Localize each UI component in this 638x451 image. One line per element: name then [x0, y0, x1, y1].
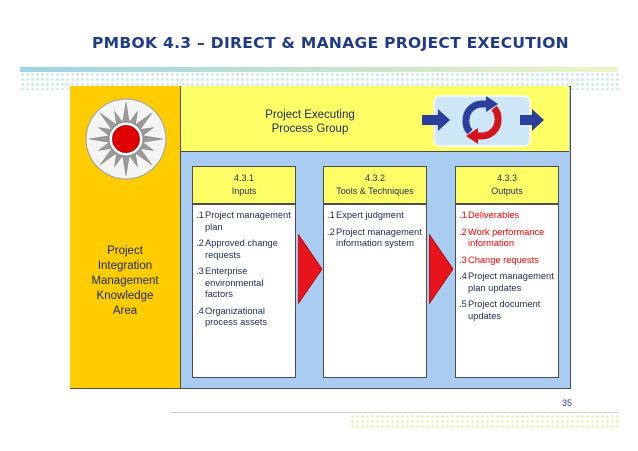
- item-number: .1: [327, 210, 335, 220]
- process-cycle-icon: [422, 95, 544, 147]
- inputs-code: 4.3.1: [233, 173, 255, 183]
- page-title: PMBOK 4.3 – DIRECT & MANAGE PROJECT EXEC…: [92, 34, 569, 52]
- item-number: .1: [459, 210, 467, 220]
- item-number: .4: [459, 271, 467, 281]
- ka-line: Area: [112, 305, 138, 317]
- ka-line: Integration: [97, 260, 153, 272]
- item-number: .5: [459, 299, 467, 309]
- outputs-header: 4.3.3 Outputs: [455, 166, 559, 204]
- footer-dot-pattern: [350, 414, 620, 430]
- item-text: Project management plan: [205, 210, 291, 232]
- item-text: Organizational process assets: [205, 305, 268, 328]
- process-group-label: Project Executing Process Group: [240, 108, 380, 136]
- item-text: Change requests: [468, 254, 539, 265]
- outputs-label: Outputs: [491, 186, 523, 196]
- item-number: .1: [196, 210, 204, 220]
- flow-arrow-icon: [429, 234, 453, 304]
- compass-star-icon: [85, 98, 167, 180]
- tools-label: Tools & Techniques: [336, 186, 414, 196]
- ka-line: Management: [91, 275, 159, 287]
- pg-line-2: Process Group: [271, 123, 349, 135]
- item-number: .4: [196, 305, 204, 316]
- ka-line: Project: [107, 245, 143, 257]
- item-text: Approved change requests: [205, 238, 278, 260]
- knowledge-area-label: Project Integration Management Knowledge…: [72, 244, 178, 319]
- ka-line: Knowledge: [96, 290, 154, 302]
- outputs-code: 4.3.3: [496, 173, 518, 183]
- item-number: .3: [459, 254, 467, 265]
- item-number: .2: [196, 238, 204, 248]
- footer-rule: [170, 412, 618, 413]
- inputs-header: 4.3.1 Inputs: [192, 166, 296, 204]
- tools-code: 4.3.2: [364, 173, 386, 183]
- item-text: Enterprise environmental factors: [205, 266, 264, 299]
- tools-header: 4.3.2 Tools & Techniques: [323, 166, 427, 204]
- item-text: Project document updates: [468, 299, 541, 321]
- dot-pattern: [20, 72, 620, 90]
- item-text: Deliverables: [468, 210, 520, 220]
- item-text: Work performance information: [468, 226, 545, 249]
- pg-line-1: Project Executing: [265, 109, 355, 121]
- item-text: Project management information system: [336, 226, 422, 249]
- inputs-label: Inputs: [231, 186, 257, 196]
- item-number: .2: [327, 226, 335, 237]
- item-number: .3: [196, 266, 204, 276]
- item-text: Project management plan updates: [468, 271, 554, 293]
- item-text: Expert judgment: [336, 210, 404, 220]
- flow-arrow-icon: [298, 234, 322, 304]
- title-rule: [20, 67, 618, 72]
- page-number: 35: [561, 398, 572, 408]
- item-number: .2: [459, 226, 467, 237]
